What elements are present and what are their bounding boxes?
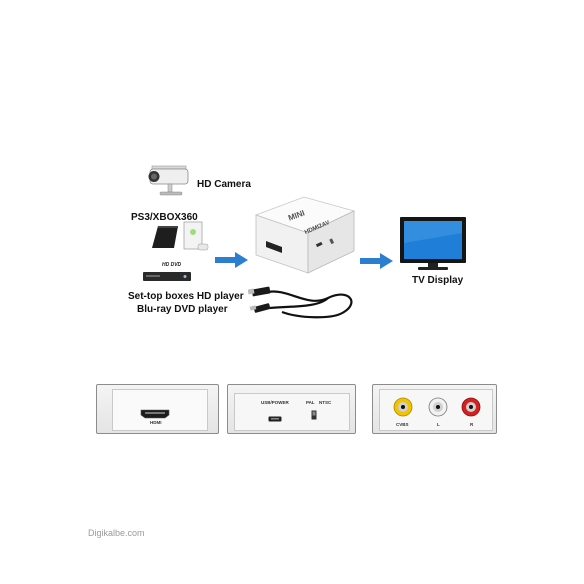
left-audio-label: L — [437, 422, 440, 427]
hdmi-port-icon — [140, 406, 170, 419]
converter-box-image — [252, 193, 358, 275]
arrow-input-icon — [215, 251, 249, 269]
hdmi-port-panel: HDMI — [96, 384, 219, 434]
settop-label-line2: Blu-ray DVD player — [137, 304, 228, 315]
arrow-output-icon — [360, 252, 394, 270]
hdmi-port-label: HDMI — [150, 420, 162, 425]
hd-camera-image — [146, 164, 194, 204]
tv-display-label: TV Display — [412, 275, 464, 286]
rca-yellow-jack-icon — [393, 397, 413, 417]
power-switch-face — [234, 393, 350, 431]
settop-box-image — [141, 260, 193, 286]
rca-red-jack-icon — [461, 397, 481, 417]
usb-power-port-icon — [268, 409, 282, 422]
console-label: PS3/XBOX360 — [131, 212, 198, 223]
usb-cable-image — [247, 278, 366, 326]
pal-ntsc-switch-icon — [311, 407, 317, 420]
rca-output-panel: CVBS L R — [372, 384, 497, 434]
settop-label-line1: Set-top boxes HD player — [128, 291, 244, 302]
hd-camera-label: HD Camera — [197, 179, 251, 190]
watermark: Digikalbe.com — [88, 528, 145, 538]
right-audio-label: R — [470, 422, 474, 427]
dvd-logo: HD DVD — [162, 262, 182, 268]
tv-image — [398, 215, 468, 273]
rca-white-jack-icon — [428, 397, 448, 417]
usb-power-label: USB/POWER — [261, 400, 289, 405]
pal-label: PAL — [306, 400, 315, 405]
cvbs-label: CVBS — [396, 422, 409, 427]
game-consoles-image — [148, 218, 210, 252]
power-switch-panel: USB/POWER PAL NTSC — [227, 384, 356, 434]
ntsc-label: NTSC — [319, 400, 332, 405]
